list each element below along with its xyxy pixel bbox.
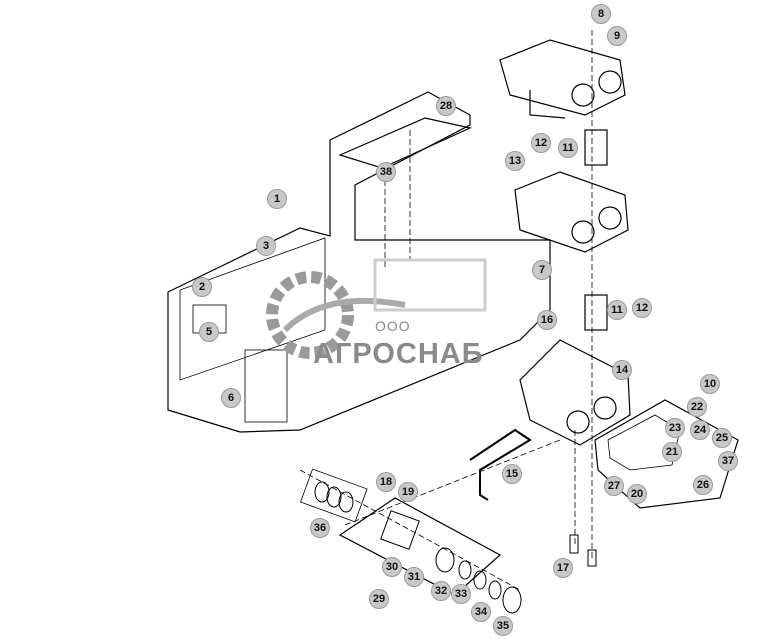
callout-15: 15 xyxy=(502,464,522,484)
callout-18: 18 xyxy=(376,472,396,492)
assembly-lines xyxy=(299,30,593,591)
watermark-brand: АГРОСНАБ xyxy=(313,338,484,370)
callout-28: 28 xyxy=(436,96,456,116)
callout-6: 6 xyxy=(221,388,241,408)
callout-8: 8 xyxy=(591,4,611,24)
callout-1: 1 xyxy=(267,189,287,209)
callout-3: 3 xyxy=(256,236,276,256)
callout-38: 38 xyxy=(376,162,396,182)
callout-33: 33 xyxy=(451,584,471,604)
callout-11: 11 xyxy=(558,138,578,158)
callout-11: 11 xyxy=(607,300,627,320)
callout-2: 2 xyxy=(192,277,212,297)
seal-box-3 xyxy=(179,237,326,381)
gear-logo-icon xyxy=(266,258,487,359)
callout-26: 26 xyxy=(693,475,713,495)
callout-29: 29 xyxy=(369,589,389,609)
cover-plate-10 xyxy=(594,399,739,509)
callout-36: 36 xyxy=(310,518,330,538)
part-6-box xyxy=(244,349,288,423)
callout-20: 20 xyxy=(627,484,647,504)
valve-housing-panel xyxy=(167,91,551,433)
callout-25: 25 xyxy=(712,428,732,448)
callout-24: 24 xyxy=(690,420,710,440)
gasket-21 xyxy=(607,414,681,471)
callout-37: 37 xyxy=(718,451,738,471)
callout-13: 13 xyxy=(505,151,525,171)
callout-23: 23 xyxy=(665,418,685,438)
callout-19: 19 xyxy=(398,482,418,502)
callout-12: 12 xyxy=(632,298,652,318)
callout-30: 30 xyxy=(382,557,402,577)
callout-32: 32 xyxy=(431,581,451,601)
callout-35: 35 xyxy=(493,616,513,636)
callout-14: 14 xyxy=(612,360,632,380)
valve-section-13 xyxy=(514,171,629,253)
seal-box-36 xyxy=(300,468,368,523)
watermark-logo: ООО АГРОСНАБ xyxy=(265,250,525,380)
valve-section-14 xyxy=(519,339,631,446)
callout-34: 34 xyxy=(471,602,491,622)
callout-22: 22 xyxy=(687,397,707,417)
part-11-box-bottom xyxy=(584,294,608,331)
pipe-15 xyxy=(469,428,532,501)
spool-parts xyxy=(314,481,597,614)
plate-28 xyxy=(338,117,472,169)
part-11-box-top xyxy=(584,129,608,166)
callout-27: 27 xyxy=(604,476,624,496)
callout-16: 16 xyxy=(537,310,557,330)
callout-21: 21 xyxy=(662,442,682,462)
callout-7: 7 xyxy=(532,260,552,280)
callout-9: 9 xyxy=(607,26,627,46)
callout-31: 31 xyxy=(404,567,424,587)
valve-section-9 xyxy=(499,39,626,119)
callout-5: 5 xyxy=(199,322,219,342)
watermark-company-type: ООО xyxy=(375,318,411,334)
callout-17: 17 xyxy=(553,558,573,578)
callout-12: 12 xyxy=(531,133,551,153)
callout-10: 10 xyxy=(700,374,720,394)
